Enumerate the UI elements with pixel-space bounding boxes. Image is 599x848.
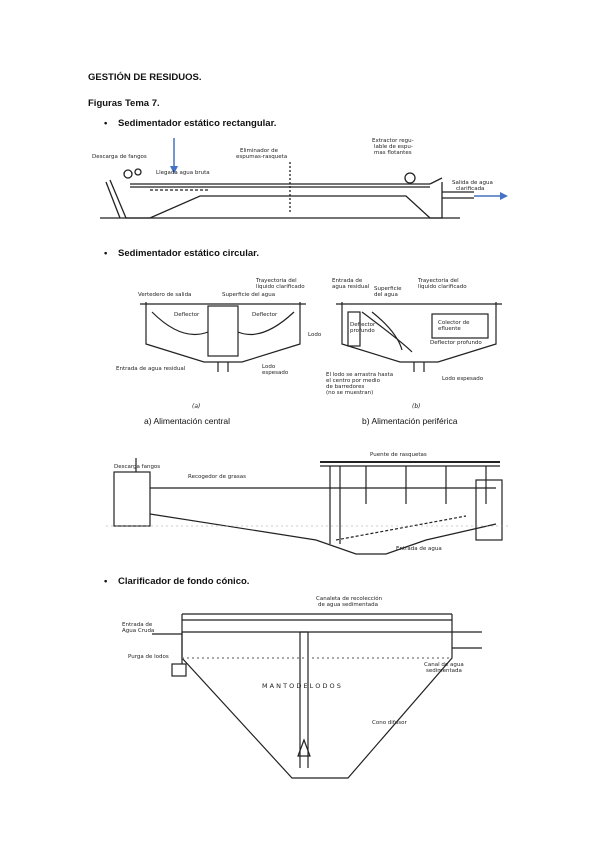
figure-circular-settlers: Vertedero de salida Trayectoria del líqu…	[116, 278, 502, 410]
label-salida-1: Salida de agua	[452, 180, 493, 186]
label-lodo-note-1: El lodo se arrastra hasta	[326, 372, 393, 378]
label-descarga: Descarga de fangos	[92, 154, 147, 160]
label-tag-b: (b)	[412, 403, 421, 410]
bullet-dot-icon: •	[104, 576, 108, 587]
label-eliminador-1: Eliminador de	[240, 148, 279, 154]
bullet-label: Clarificador de fondo cónico.	[118, 576, 250, 587]
label-salida-2: clarificada	[456, 186, 484, 192]
label-manto-lodos: M A N T O D E L O D O S	[262, 682, 341, 690]
document-subtitle: Figuras Tema 7.	[88, 98, 160, 109]
label-entrada-residual: Entrada de agua residual	[116, 366, 186, 372]
label-entrada-agua: Entrada de agua	[396, 546, 442, 552]
bullet-label: Sedimentador estático rectangular.	[118, 118, 277, 129]
label-lodo-esp-a-2: espesado	[262, 370, 289, 376]
inflow-arrow-icon	[170, 166, 178, 174]
caption-peripheral-feed: b) Alimentación periférica	[362, 416, 458, 426]
label-entrada-cruda-1: Entrada de	[122, 622, 153, 628]
label-purga-lodos: Purga de lodos	[128, 654, 169, 660]
label-deflector-a2: Deflector	[252, 312, 278, 318]
label-entrada-cruda-2: Agua Cruda	[122, 628, 154, 634]
label-deflector-prof-b-2: profundo	[350, 328, 375, 334]
label-deflector-a1: Deflector	[174, 312, 200, 318]
label-trayectoria-b-1: Trayectoria del	[417, 278, 459, 284]
label-extractor-1: Extractor regu-	[372, 138, 414, 144]
label-colector-1: Colector de	[438, 320, 470, 326]
label-puente-rasquetas: Puente de rasquetas	[370, 452, 427, 458]
label-superficie-b-1: Superficie	[374, 286, 402, 292]
figure-conical-clarifier: Canaleta de recolección de agua sediment…	[122, 595, 482, 779]
bullet-item-rectangular: • Sedimentador estático rectangular.	[104, 118, 276, 129]
label-descarga-fangos: Descarga fangos	[114, 464, 160, 470]
label-lodo-note-2: el centro por medio	[326, 378, 381, 384]
label-trayectoria-b-2: líquido clarificado	[418, 283, 467, 290]
bullet-dot-icon: •	[104, 248, 108, 259]
bullet-item-circular: • Sedimentador estático circular.	[104, 248, 259, 259]
label-recogedor-grasas: Recogedor de grasas	[188, 474, 246, 480]
label-trayectoria-a-1: Trayectoria del	[255, 278, 297, 284]
label-vertedero: Vertedero de salida	[138, 292, 191, 298]
label-llegada: Llegada agua bruta	[156, 170, 210, 176]
label-canal-1: Canal de agua	[424, 662, 464, 668]
label-colector-2: efluente	[438, 326, 461, 332]
bullet-dot-icon: •	[104, 118, 108, 129]
label-extractor-3: mas flotantes	[374, 150, 412, 156]
label-tag-a: (a)	[192, 403, 200, 410]
label-superficie-b-2: del agua	[374, 292, 398, 298]
label-superficie-a: Superficie del agua	[222, 292, 275, 298]
bullet-item-conical: • Clarificador de fondo cónico.	[104, 576, 249, 587]
label-lodo-a: Lodo	[308, 332, 322, 338]
document-title: GESTIÓN DE RESIDUOS.	[88, 72, 202, 83]
label-lodo-esp-a-1: Lodo	[262, 364, 276, 370]
bullet-label: Sedimentador estático circular.	[118, 248, 259, 259]
label-canal-2: sedimentada	[426, 668, 462, 674]
label-lodo-note-4: (no se muestran)	[326, 390, 373, 396]
label-canaleta-2: de agua sedimentada	[318, 602, 378, 608]
label-extractor-2: lable de espu-	[374, 144, 413, 150]
figure-rectangular-settler: Descarga de fangos Llegada agua bruta El…	[92, 138, 508, 219]
outflow-arrow-icon	[500, 192, 508, 200]
label-deflector-prof-b2: Deflector profundo	[430, 340, 482, 346]
label-entrada-b-2: agua residual	[332, 284, 370, 290]
label-entrada-b-1: Entrada de	[332, 278, 363, 284]
label-eliminador-2: espumas-rasqueta	[236, 154, 287, 160]
label-trayectoria-a-2: líquido clarificado	[256, 283, 305, 290]
caption-central-feed: a) Alimentación central	[144, 416, 230, 426]
label-canaleta-1: Canaleta de recolección	[316, 595, 383, 602]
label-cono-difusor: Cono difusor	[372, 720, 407, 726]
label-lodo-esp-b: Lodo espesado	[442, 376, 484, 382]
label-lodo-note-3: de barredores	[326, 384, 365, 390]
label-deflector-prof-b-1: Deflector	[350, 322, 376, 328]
figure-scraper-bridge-tank: Descarga fangos Puente de rasquetas Reco…	[106, 452, 510, 555]
